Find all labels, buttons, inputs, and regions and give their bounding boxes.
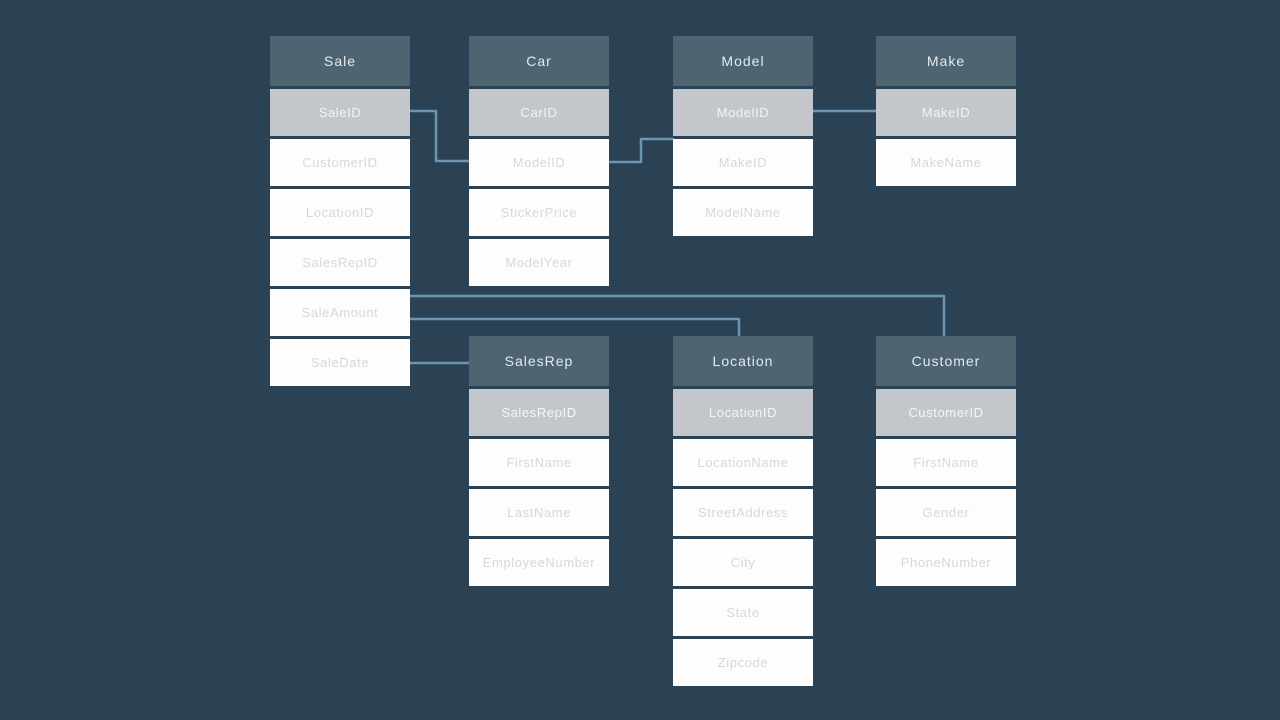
table-title-model: Model [673, 36, 813, 86]
table-title-location: Location [673, 336, 813, 386]
field-sale-saleamount: SaleAmount [270, 289, 410, 336]
field-salesrep-lastname: LastName [469, 489, 609, 536]
field-location-streetaddress: StreetAddress [673, 489, 813, 536]
table-title-make: Make [876, 36, 1016, 86]
field-model-modelname: ModelName [673, 189, 813, 236]
connector-sale-car [400, 105, 471, 163]
connector-model-make [803, 105, 878, 113]
field-make-makename: MakeName [876, 139, 1016, 186]
field-sale-saleid: SaleID [270, 89, 410, 136]
field-sale-locationid: LocationID [270, 189, 410, 236]
connector-sale-customer [408, 294, 946, 338]
field-model-makeid: MakeID [673, 139, 813, 186]
field-salesrep-firstname: FirstName [469, 439, 609, 486]
table-title-sale: Sale [270, 36, 410, 86]
field-customer-phonenumber: PhoneNumber [876, 539, 1016, 586]
table-title-customer: Customer [876, 336, 1016, 386]
field-location-state: State [673, 589, 813, 636]
connector-sale-location [408, 317, 741, 338]
field-sale-customerid: CustomerID [270, 139, 410, 186]
field-location-city: City [673, 539, 813, 586]
field-car-stickerprice: StickerPrice [469, 189, 609, 236]
field-customer-gender: Gender [876, 489, 1016, 536]
field-location-zipcode: Zipcode [673, 639, 813, 686]
field-customer-firstname: FirstName [876, 439, 1016, 486]
table-title-car: Car [469, 36, 609, 86]
table-title-salesrep: SalesRep [469, 336, 609, 386]
field-car-modelyear: ModelYear [469, 239, 609, 286]
field-location-locationname: LocationName [673, 439, 813, 486]
field-make-makeid: MakeID [876, 89, 1016, 136]
field-location-locationid: LocationID [673, 389, 813, 436]
field-salesrep-employeenumber: EmployeeNumber [469, 539, 609, 586]
field-car-modelid: ModelID [469, 139, 609, 186]
field-salesrep-salesrepid: SalesRepID [469, 389, 609, 436]
field-sale-saledate: SaleDate [270, 339, 410, 386]
field-customer-customerid: CustomerID [876, 389, 1016, 436]
field-model-modelid: ModelID [673, 89, 813, 136]
connector-car-model [608, 137, 675, 164]
field-car-carid: CarID [469, 89, 609, 136]
field-sale-salesrepid: SalesRepID [270, 239, 410, 286]
